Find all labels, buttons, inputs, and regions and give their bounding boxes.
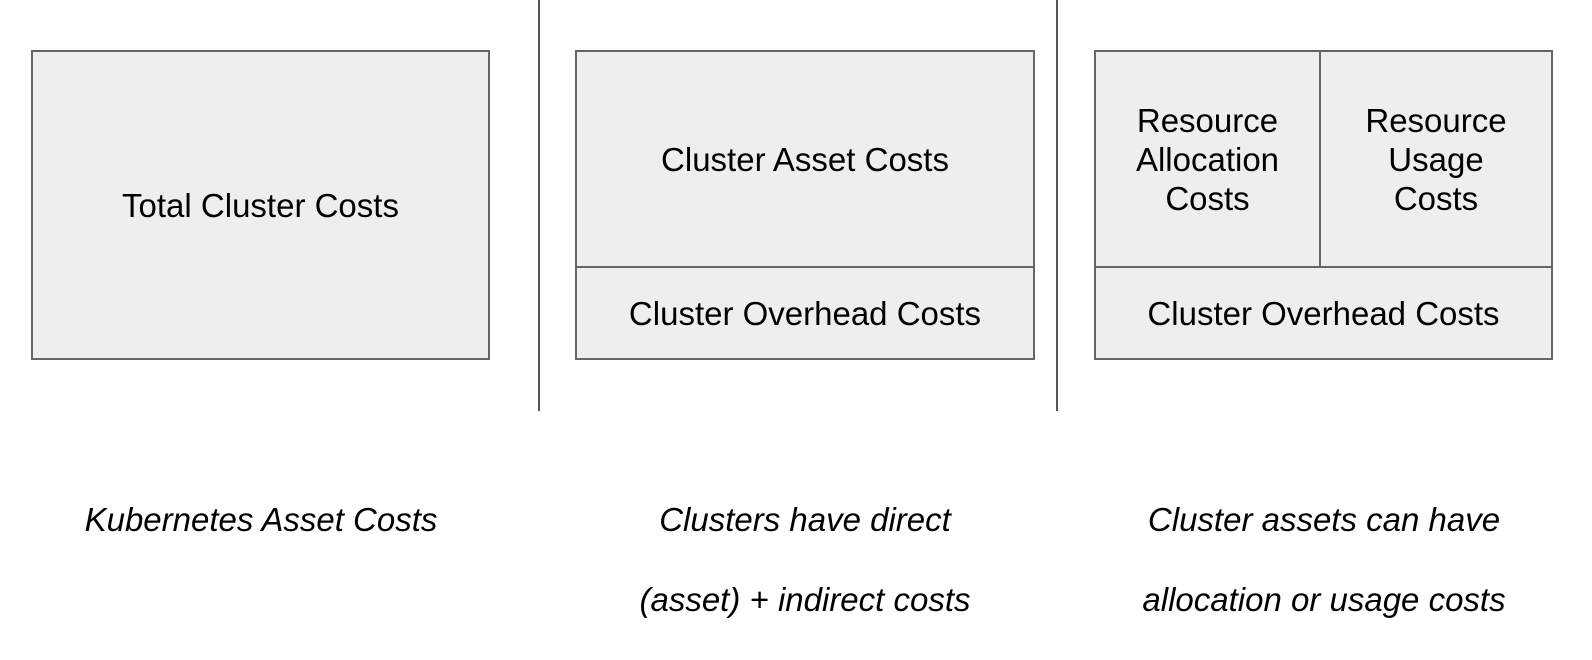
cluster-overhead-costs-label: Cluster Overhead Costs bbox=[628, 294, 982, 332]
panel-2-caption: Clusters have direct (asset) + indirect … bbox=[639, 501, 971, 618]
resource-usage-costs-box: Resource Usage Costs bbox=[1319, 50, 1553, 268]
cluster-asset-costs-box: Cluster Asset Costs bbox=[575, 50, 1035, 268]
total-cluster-costs-box: Total Cluster Costs bbox=[31, 50, 490, 360]
cluster-overhead-costs-box-panel-2: Cluster Overhead Costs bbox=[575, 266, 1035, 360]
panel-divider-1 bbox=[538, 0, 540, 411]
cluster-overhead-costs-box-panel-3: Cluster Overhead Costs bbox=[1094, 266, 1553, 360]
panel-3-caption: Cluster assets can have allocation or us… bbox=[1142, 501, 1506, 618]
cluster-asset-costs-label: Cluster Asset Costs bbox=[661, 140, 949, 178]
resource-allocation-costs-label: Resource Allocation Costs bbox=[1135, 101, 1280, 217]
resource-allocation-costs-box: Resource Allocation Costs bbox=[1094, 50, 1321, 268]
panel-divider-2 bbox=[1056, 0, 1058, 411]
total-cluster-costs-label: Total Cluster Costs bbox=[122, 186, 399, 224]
panel-1-caption: Kubernetes Asset Costs bbox=[84, 501, 438, 538]
resource-usage-costs-label: Resource Usage Costs bbox=[1365, 101, 1507, 217]
cluster-overhead-costs-label: Cluster Overhead Costs bbox=[1147, 294, 1500, 332]
